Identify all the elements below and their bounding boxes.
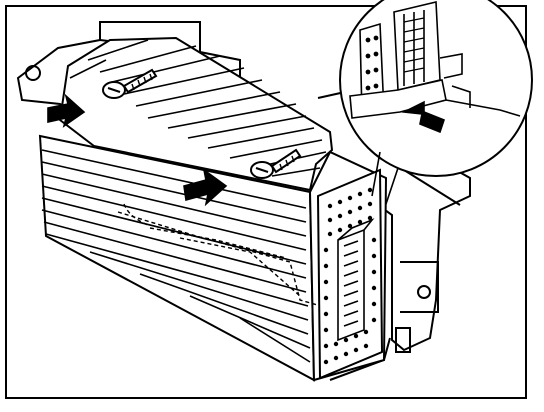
insertion-arrow (47, 93, 86, 128)
mounting-screw (102, 68, 158, 99)
insertion-arrow (183, 168, 228, 207)
figure-frame (5, 5, 527, 399)
top-fins (69, 39, 327, 177)
internal-circuit-outline (117, 203, 371, 331)
detail-connector-view (349, 0, 521, 119)
mounting-screw (250, 148, 302, 179)
detail-arrow (401, 100, 445, 134)
edge-connector (337, 218, 375, 342)
front-fins (41, 149, 311, 363)
